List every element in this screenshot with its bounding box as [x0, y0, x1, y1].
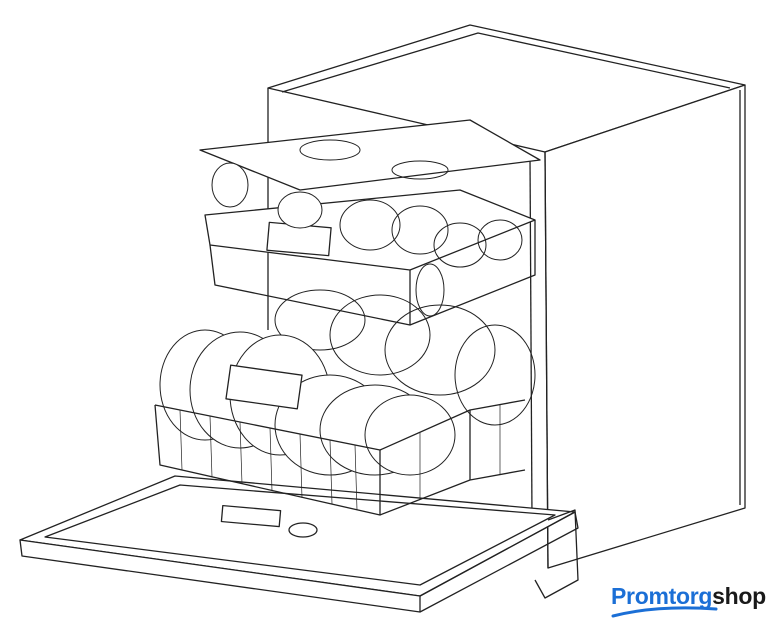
- promtorgshop-logo: Promtorgshop: [611, 583, 766, 623]
- cabinet: [267, 24, 746, 569]
- door: [19, 475, 579, 613]
- logo-brand-part: Promtorg: [611, 583, 713, 609]
- lower-rack: [154, 289, 536, 516]
- logo-shop-part: shop: [712, 583, 766, 609]
- logo-text: Promtorgshop: [611, 583, 766, 610]
- logo-swoosh-icon: [611, 606, 718, 618]
- upper-rack: [199, 119, 541, 326]
